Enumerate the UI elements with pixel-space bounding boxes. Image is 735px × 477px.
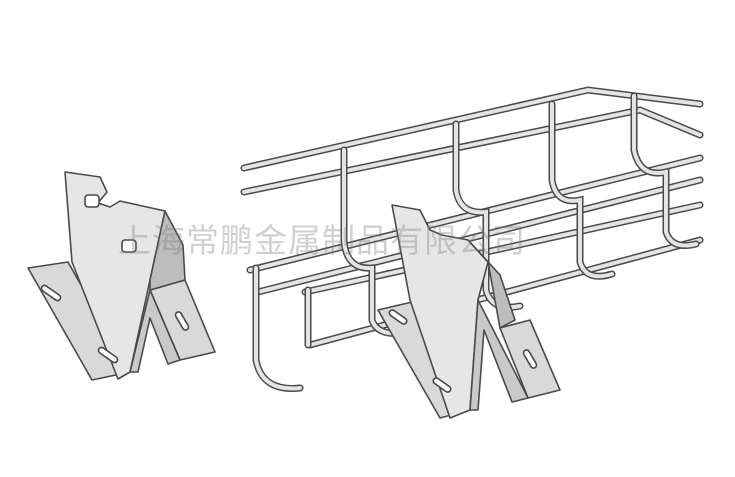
support-bracket-icon [27, 171, 216, 381]
wire-mesh-cable-tray-icon [240, 86, 704, 419]
